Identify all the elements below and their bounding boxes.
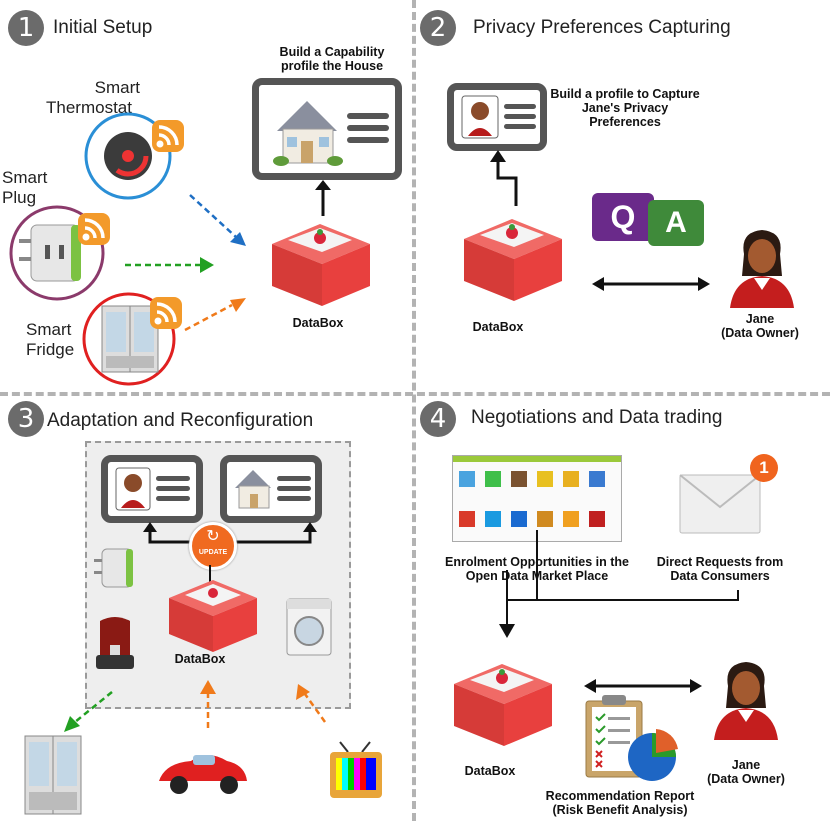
jane-profile-card bbox=[447, 83, 547, 151]
databox-label: DataBox bbox=[174, 652, 226, 666]
plug-icon bbox=[94, 548, 133, 588]
databox-icon bbox=[169, 580, 257, 652]
wifi-icon bbox=[150, 297, 182, 329]
arrow-databox-to-profile bbox=[490, 150, 518, 206]
direct-requests-label: Direct Requests from Data Consumers bbox=[656, 555, 784, 583]
section-3-number: 3 bbox=[8, 401, 44, 437]
app-grid bbox=[459, 471, 605, 527]
update-icon: ↻ UPDATE bbox=[189, 522, 237, 570]
house-icon bbox=[273, 101, 343, 166]
databox-label: DataBox bbox=[464, 764, 516, 778]
double-arrow bbox=[584, 679, 702, 693]
jane-label: Jane bbox=[745, 312, 775, 326]
jane-profile-card bbox=[101, 455, 203, 523]
request-arrows bbox=[499, 530, 739, 638]
databox-label: DataBox bbox=[292, 316, 344, 330]
section-1-number: 1 bbox=[8, 10, 44, 46]
fridge-icon bbox=[24, 735, 82, 815]
double-arrow bbox=[592, 277, 710, 291]
house-icon bbox=[235, 470, 271, 509]
section-1-title: Initial Setup bbox=[53, 17, 153, 38]
databox-icon bbox=[464, 219, 562, 301]
owner-label: (Data Owner) bbox=[721, 326, 799, 340]
car-icon bbox=[159, 755, 247, 794]
house-profile-card bbox=[252, 78, 402, 180]
databox-icon bbox=[272, 224, 370, 306]
report-label: Recommendation Report bbox=[545, 789, 695, 803]
coffee-machine-icon bbox=[96, 617, 134, 669]
wifi-icon bbox=[152, 120, 184, 152]
section-3-title: Adaptation and Reconfiguration bbox=[47, 410, 314, 431]
thermostat-icon bbox=[84, 112, 172, 200]
device-arrows bbox=[125, 194, 246, 332]
question-bubble: Q bbox=[592, 193, 654, 241]
notification-badge: 1 bbox=[750, 454, 778, 482]
mail-icon bbox=[679, 474, 761, 534]
thermostat-label: Thermostat bbox=[46, 98, 132, 117]
person-icon bbox=[461, 95, 499, 139]
horizontal-divider bbox=[0, 392, 830, 396]
answer-bubble: A bbox=[648, 200, 704, 246]
vertical-divider bbox=[412, 0, 416, 821]
app-store-screenshot bbox=[452, 455, 622, 542]
databox-icon bbox=[454, 664, 552, 746]
section-4-title: Negotiations and Data trading bbox=[471, 407, 723, 428]
report-sublabel: (Risk Benefit Analysis) bbox=[552, 803, 688, 817]
report-icon bbox=[585, 695, 678, 781]
jane-avatar bbox=[714, 662, 778, 740]
databox-label: DataBox bbox=[472, 320, 524, 334]
washing-machine-icon bbox=[286, 598, 332, 656]
section-2-number: 2 bbox=[420, 10, 456, 46]
jane-avatar bbox=[730, 230, 794, 308]
section-2-title: Privacy Preferences Capturing bbox=[473, 17, 731, 38]
section-4-number: 4 bbox=[420, 401, 456, 437]
arrow-databox-to-house bbox=[315, 180, 331, 216]
tv-icon bbox=[330, 741, 382, 798]
profile-caption: Build a profile to Capture Jane's Privac… bbox=[550, 87, 700, 129]
thermostat-label-1: Smart bbox=[94, 78, 140, 97]
owner-label: (Data Owner) bbox=[707, 772, 785, 786]
jane-label: Jane bbox=[731, 758, 761, 772]
capability-caption: Build a Capability profile the House bbox=[279, 45, 385, 73]
person-icon bbox=[115, 467, 151, 511]
house-profile-card bbox=[220, 455, 322, 523]
wifi-icon bbox=[78, 213, 110, 245]
